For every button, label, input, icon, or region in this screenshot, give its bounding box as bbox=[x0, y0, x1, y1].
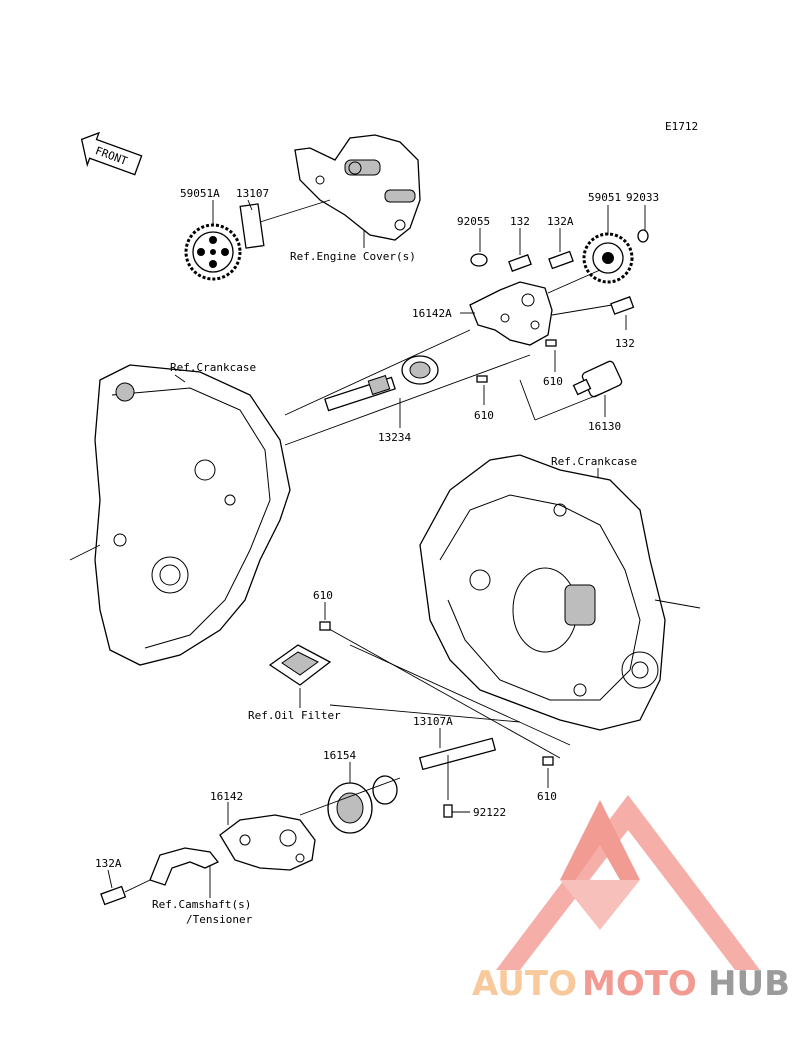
leader-lines-lower bbox=[321, 624, 571, 759]
label-132A-top: 132A bbox=[547, 215, 574, 228]
label-92033: 92033 bbox=[626, 191, 659, 204]
shaft-13234-icon bbox=[324, 355, 439, 412]
label-16130: 16130 bbox=[588, 420, 621, 433]
bolt-132-right-icon bbox=[610, 296, 635, 315]
pin-610-upper-icon bbox=[545, 339, 557, 347]
front-arrow-icon: FRONT bbox=[80, 131, 143, 176]
label-13107A: 13107A bbox=[413, 715, 453, 728]
label-132-right: 132 bbox=[615, 337, 635, 350]
sprocket-59051A-icon bbox=[184, 223, 242, 281]
pin-610-left-icon bbox=[319, 621, 331, 631]
label-leaders bbox=[107, 199, 646, 898]
washer-92055-icon bbox=[470, 253, 488, 267]
engine-cover-drawing bbox=[294, 134, 421, 241]
diagram-code: E1712 bbox=[665, 120, 698, 133]
pin-610-lower-icon bbox=[542, 756, 554, 766]
label-610-lower: 610 bbox=[537, 790, 557, 803]
bolt-132A-bottom-icon bbox=[100, 885, 127, 906]
pin-92122-icon bbox=[443, 804, 453, 818]
pump-body-16142A-icon bbox=[469, 281, 553, 346]
shaft-13107A-icon bbox=[418, 737, 497, 800]
label-16142A: 16142A bbox=[412, 307, 452, 320]
label-92122: 92122 bbox=[473, 806, 506, 819]
label-13234: 13234 bbox=[378, 431, 411, 444]
label-16154: 16154 bbox=[323, 749, 356, 762]
watermark-moto: MOTO bbox=[582, 964, 697, 1004]
label-ref-tensioner: /Tensioner bbox=[186, 913, 253, 926]
label-92055: 92055 bbox=[457, 215, 490, 228]
sprocket-59051-icon bbox=[582, 232, 634, 284]
oil-filter-icon bbox=[268, 644, 332, 708]
tensioner-bracket-icon bbox=[124, 847, 220, 893]
label-59051A: 59051A bbox=[180, 187, 220, 200]
label-ref-crankcase-left: Ref.Crankcase bbox=[170, 361, 256, 374]
rotor-16154-icon bbox=[299, 775, 401, 834]
crankcase-left-drawing bbox=[69, 364, 291, 666]
label-610-mid: 610 bbox=[474, 409, 494, 422]
label-ref-camshaft: Ref.Camshaft(s) bbox=[152, 898, 251, 911]
crankcase-right-drawing bbox=[419, 454, 701, 731]
leader-lines-upper bbox=[284, 269, 613, 446]
label-ref-engine-cover: Ref.Engine Cover(s) bbox=[290, 250, 416, 263]
pump-cover-16142-icon bbox=[219, 814, 316, 871]
watermark-hub: HUB bbox=[708, 964, 790, 1004]
circlip-92033-icon bbox=[637, 229, 649, 243]
label-16142: 16142 bbox=[210, 790, 243, 803]
label-13107: 13107 bbox=[236, 187, 269, 200]
label-132A-bottom: 132A bbox=[95, 857, 122, 870]
label-610-left: 610 bbox=[313, 589, 333, 602]
watermark-auto: AUTO bbox=[472, 964, 577, 1004]
watermark-logo: AUTO MOTO HUB bbox=[472, 795, 790, 1004]
bolt-132A-icon bbox=[548, 250, 574, 270]
label-610-upper: 610 bbox=[543, 375, 563, 388]
fitting-16130-icon bbox=[572, 360, 623, 398]
label-59051: 59051 bbox=[588, 191, 621, 204]
pin-610-mid-icon bbox=[476, 375, 488, 383]
shaft-13107-icon bbox=[239, 199, 331, 249]
label-ref-crankcase-right: Ref.Crankcase bbox=[551, 455, 637, 468]
label-ref-oil-filter: Ref.Oil Filter bbox=[248, 709, 341, 722]
bolt-132-icon bbox=[508, 254, 532, 272]
label-132-top: 132 bbox=[510, 215, 530, 228]
